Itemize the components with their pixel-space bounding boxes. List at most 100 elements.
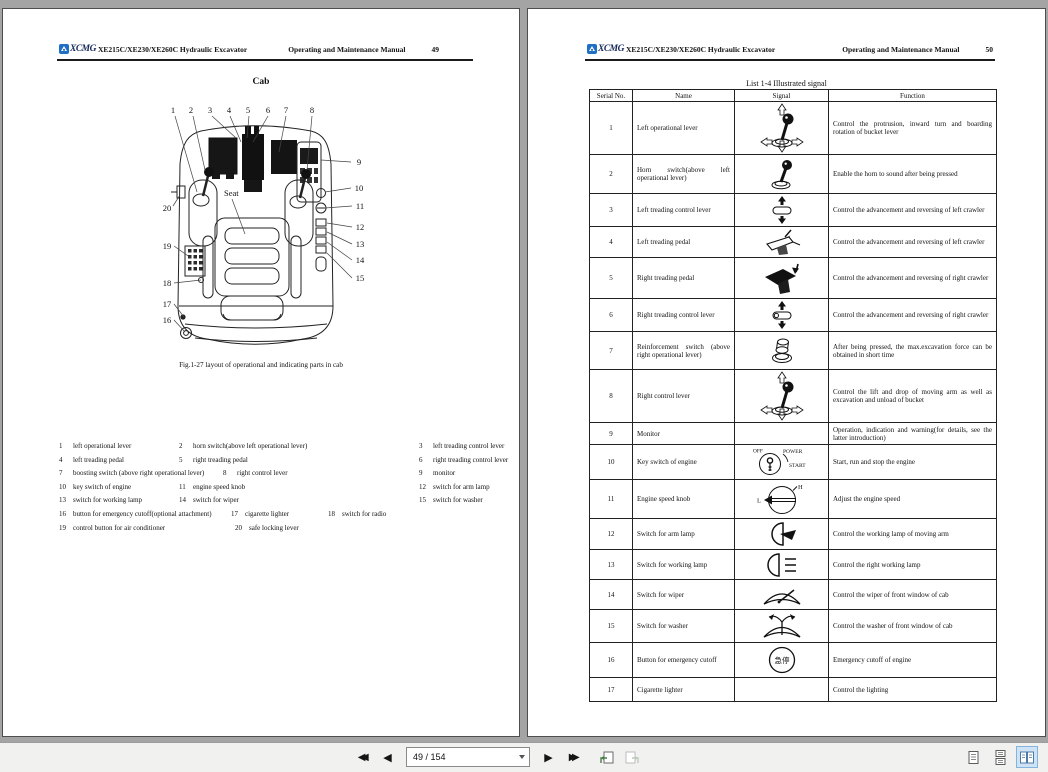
name-cell: Cigarette lighter (632, 677, 735, 702)
right-page: XCMG XE215C/XE230/XE260C Hydraulic Excav… (527, 8, 1046, 737)
svg-text:POWER: POWER (783, 449, 803, 455)
single-page-layout-button[interactable] (962, 746, 984, 768)
function-cell: Control the protrusion, inward turn and … (828, 101, 997, 155)
figure-callout: 3 (208, 105, 212, 115)
page-number-input[interactable]: 49 / 154 (406, 747, 530, 767)
left-page: XCMG XE215C/XE230/XE260C Hydraulic Excav… (2, 8, 520, 737)
working-lamp-icon (766, 552, 796, 577)
legend-item-number: 7 (59, 469, 63, 478)
page-number-value: 49 / 154 (413, 752, 446, 762)
legend-item-label: key switch of engine (73, 482, 132, 491)
legend-item-number: 1 (59, 442, 63, 450)
manual-title: Operating and Maintenance Manual (842, 44, 960, 54)
figure-callout: 1 (171, 105, 175, 115)
legend-item-label: horn switch(above left operational lever… (193, 442, 308, 450)
name-cell: Switch for wiper (632, 579, 735, 610)
legend-item-number: 20 (235, 523, 242, 532)
serial-cell: 17 (589, 677, 633, 702)
figure-callout: 8 (310, 105, 314, 115)
previous-view-button[interactable] (596, 747, 616, 767)
signal-cell (734, 101, 829, 155)
legend-item-label: engine speed knob (193, 482, 246, 491)
legend-item-label: cigarette lighter (245, 509, 290, 518)
legend-item-number: 5 (179, 455, 183, 464)
legend-item-number: 4 (59, 455, 63, 464)
name-cell: Horn switch(above left operational lever… (632, 154, 735, 194)
serial-cell: 8 (589, 369, 633, 423)
wiper-icon (763, 588, 800, 605)
name-cell: Right treading pedal (632, 257, 735, 299)
serial-cell: 4 (589, 226, 633, 258)
serial-cell: 2 (589, 154, 633, 194)
page-layout-buttons (962, 746, 1038, 768)
legend-item-number: 14 (179, 496, 186, 505)
function-cell: Control the advancement and reversing of… (828, 226, 997, 258)
legend-row: 7 boosting switch (above right operationa… (59, 469, 507, 483)
facing-pages-layout-icon (1020, 751, 1034, 763)
signal-cell (734, 609, 829, 643)
column-header: Function (828, 89, 997, 102)
legend-item-label: boosting switch (above right operational… (73, 469, 205, 478)
page-navigation: ◀◀ ◀ 49 / 154 ▶ ▶▶ (350, 746, 642, 768)
legend-item-number: 19 (59, 523, 66, 532)
facing-pages-layout-button[interactable] (1016, 746, 1038, 768)
signal-cell (734, 154, 829, 194)
next-page-button[interactable]: ▶ (536, 746, 561, 768)
legend-item-number: 15 (419, 496, 426, 505)
pedal-right-icon (764, 263, 799, 294)
header-rule (57, 59, 473, 61)
last-page-button[interactable]: ▶▶ (561, 746, 586, 768)
name-cell: Left treading control lever (632, 193, 735, 227)
page-number: 50 (985, 44, 994, 54)
continuous-layout-button[interactable] (989, 746, 1011, 768)
figure-callout: 5 (246, 105, 250, 115)
arm-lamp-icon (770, 522, 796, 546)
last-page-icon: ▶▶ (568, 751, 580, 763)
function-cell: Control the lighting (828, 677, 997, 702)
figure-callout: 11 (356, 201, 364, 211)
first-page-button[interactable]: ◀◀ (350, 746, 375, 768)
figure-callout: 4 (227, 105, 232, 115)
next-view-button[interactable] (622, 747, 642, 767)
serial-cell: 14 (589, 579, 633, 610)
legend-item-number: 16 (59, 509, 66, 518)
view-history-buttons (596, 747, 642, 767)
figure-callout: 13 (356, 239, 365, 249)
serial-cell: 10 (589, 444, 633, 480)
figure-callout: 10 (355, 183, 364, 193)
seat-label: Seat (224, 188, 239, 198)
dropdown-arrow-icon[interactable] (519, 755, 525, 759)
serial-cell: 5 (589, 257, 633, 299)
previous-page-button[interactable]: ◀ (375, 746, 400, 768)
serial-cell: 12 (589, 518, 633, 550)
figure-callout: 2 (189, 105, 193, 115)
figure-caption: Fig.1-27 layout of operational and indic… (179, 361, 343, 369)
figure-callout: 15 (356, 273, 365, 283)
legend-item-label: left treading pedal (73, 455, 124, 464)
push-button-icon (771, 338, 792, 363)
name-cell: Right control lever (632, 369, 735, 423)
name-cell: Switch for working lamp (632, 549, 735, 580)
legend-item-label: right treading control lever (433, 455, 509, 464)
signal-cell: L H (734, 479, 829, 519)
legend-item-label: left treading control lever (433, 442, 505, 450)
